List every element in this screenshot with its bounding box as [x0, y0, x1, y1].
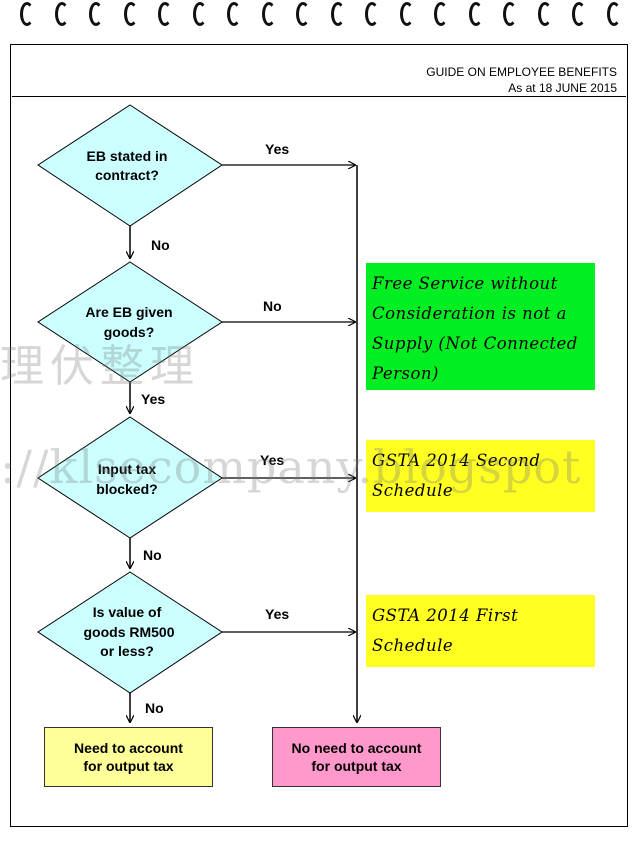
outcome-left-line1: Need to account: [74, 739, 183, 757]
decision-2-text-line2: goods?: [104, 324, 155, 340]
edge-label-d2-no: No: [263, 298, 282, 314]
outcome-right-line1: No need to account: [292, 739, 422, 757]
decision-1-text-line2: contract?: [95, 167, 159, 183]
decision-2-text-line1: Are EB given: [85, 304, 172, 320]
decision-diamond-3: [38, 417, 222, 538]
decision-4-text-line2: goods RM500: [83, 624, 174, 640]
decision-4-text-line1: Is value of: [93, 604, 162, 620]
edge-label-d2-yes: Yes: [141, 391, 165, 407]
note-free-service: Free Service without Consideration is no…: [366, 263, 595, 390]
outcome-need-to-account: Need to account for output tax: [44, 727, 213, 787]
edge-label-d4-no: No: [145, 700, 164, 716]
edge-label-d1-yes: Yes: [265, 141, 289, 157]
edge-label-d4-yes: Yes: [265, 606, 289, 622]
decision-3-text-line2: blocked?: [96, 481, 157, 497]
edge-label-d3-yes: Yes: [260, 452, 284, 468]
decision-diamond-2: [38, 262, 222, 382]
edge-label-d3-no: No: [143, 547, 162, 563]
note-second-schedule: GSTA 2014 Second Schedule: [366, 440, 595, 512]
decision-3-text-line1: Input tax: [98, 461, 157, 477]
decision-4-text-line3: or less?: [100, 643, 154, 659]
edge-label-d1-no: No: [151, 237, 170, 253]
outcome-right-line2: for output tax: [292, 757, 422, 775]
decision-1-text-line1: EB stated in: [87, 148, 168, 164]
outcome-no-need-to-account: No need to account for output tax: [272, 727, 441, 787]
note-first-schedule: GSTA 2014 First Schedule: [366, 595, 595, 667]
decision-diamond-1: [38, 105, 222, 226]
outcome-left-line2: for output tax: [74, 757, 183, 775]
